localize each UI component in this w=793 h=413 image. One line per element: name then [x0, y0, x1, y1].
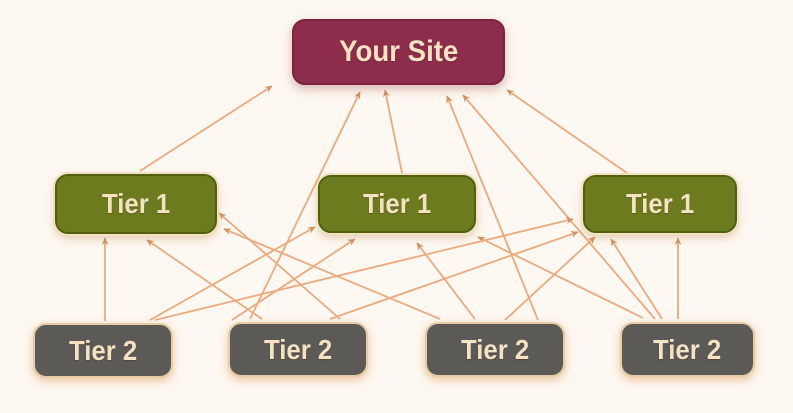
arrow-tier2-2-to-tier1-1 — [146, 239, 263, 320]
node-tier2-1: Tier 2 — [33, 323, 173, 378]
arrow-tier2-1-to-tier1-2 — [149, 226, 316, 321]
arrow-tier2-4-to-tier1-3 — [610, 238, 663, 320]
node-label-tier1-1: Tier 1 — [101, 188, 171, 219]
arrow-tier1-1-to-your-site — [139, 85, 273, 172]
node-label-tier1-2: Tier 1 — [362, 188, 432, 219]
arrow-tier2-3-to-tier1-2 — [416, 242, 476, 320]
arrow-tier2-2-to-tier1-3 — [329, 231, 579, 320]
node-tier2-3: Tier 2 — [425, 322, 565, 377]
arrow-tier2-2-to-tier1-2 — [231, 238, 356, 321]
arrow-tier2-1-to-tier1-3 — [154, 217, 574, 321]
arrow-tier2-3-to-tier1-1 — [223, 228, 441, 320]
node-tier1-3: Tier 1 — [583, 175, 737, 233]
node-tier1-2: Tier 1 — [318, 175, 476, 233]
node-tier2-2: Tier 2 — [228, 322, 368, 377]
node-label-tier2-3: Tier 2 — [460, 333, 530, 365]
arrow-tier1-3-to-your-site — [506, 89, 628, 174]
arrow-tier2-3-to-tier1-3 — [504, 236, 596, 321]
node-tier1-1: Tier 1 — [55, 174, 217, 234]
node-label-tier2-4: Tier 2 — [653, 333, 722, 365]
arrow-tier1-2-to-your-site — [382, 89, 403, 174]
node-label-tier2-2: Tier 2 — [263, 333, 333, 365]
node-label-tier1-3: Tier 1 — [625, 188, 695, 219]
node-label-tier2-1: Tier 2 — [68, 334, 138, 366]
node-your-site: Your Site — [292, 19, 505, 85]
node-tier2-4: Tier 2 — [620, 322, 755, 377]
node-label-your-site: Your Site — [338, 35, 459, 68]
arrow-tier2-4-to-tier1-2 — [477, 236, 644, 319]
